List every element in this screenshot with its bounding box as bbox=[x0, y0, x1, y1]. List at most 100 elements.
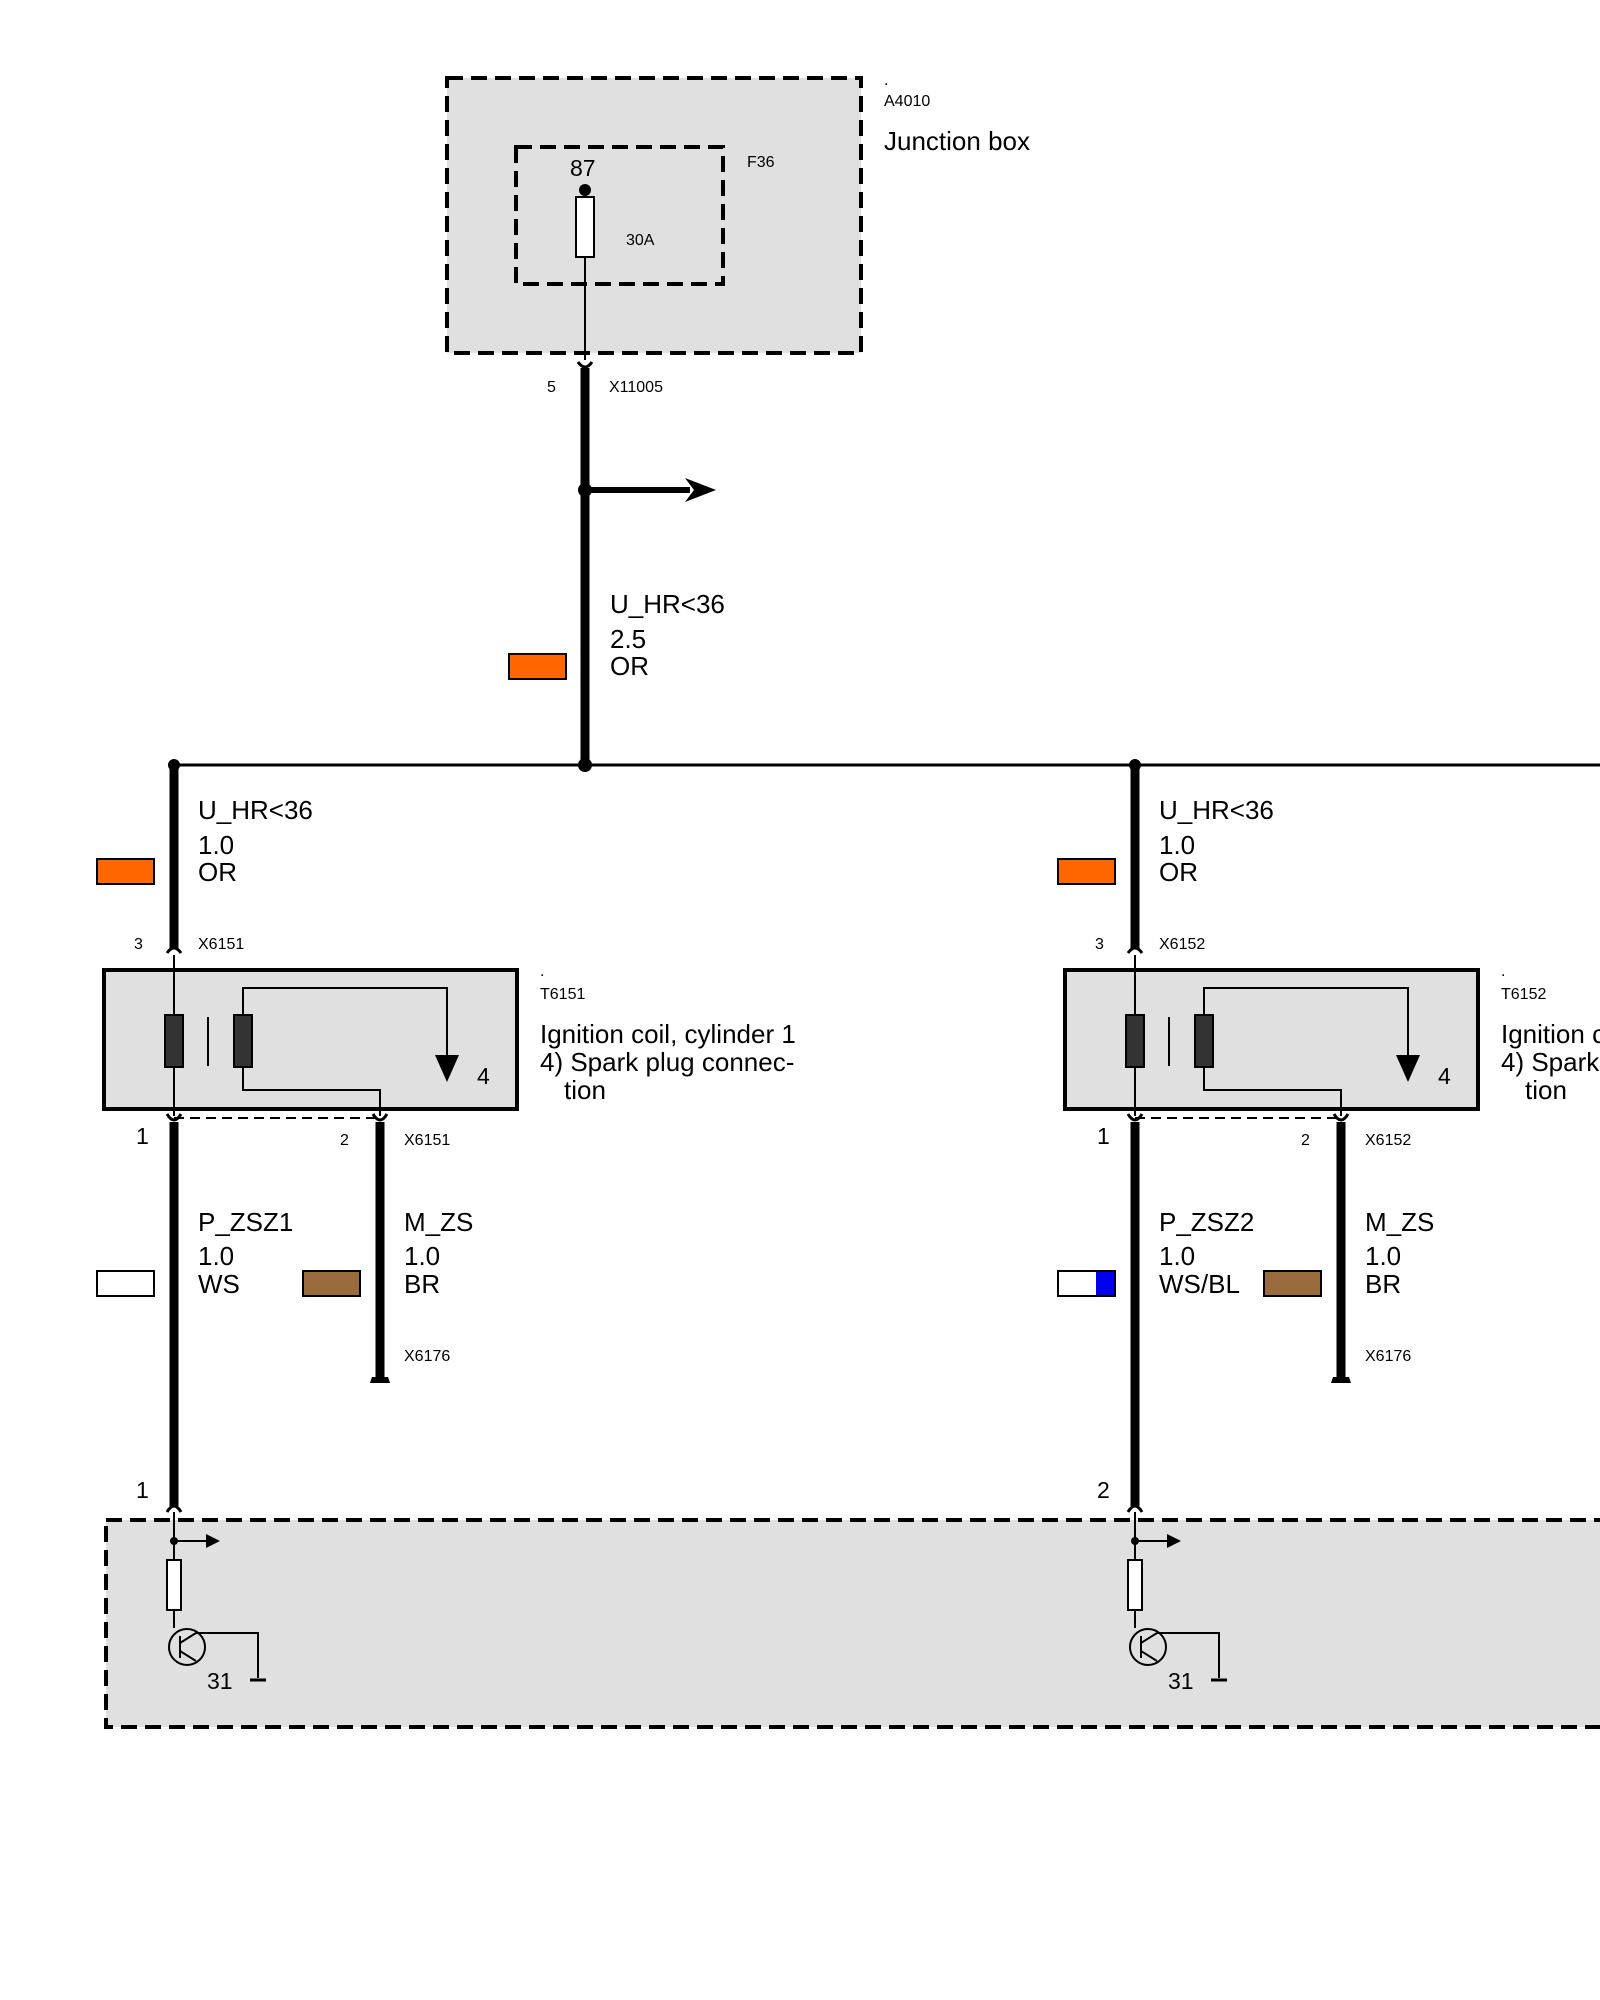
cylinder-1-drive-size: 1.0 bbox=[198, 1241, 234, 1271]
cylinder-1-circuit: U_HR<36 1.0 OR 3 X6151 4 . T6151 Ignitio… bbox=[96, 765, 796, 1694]
main-feed-wire: U_HR<36 2.5 OR bbox=[508, 368, 725, 765]
cylinder-1-ecu-ground: 31 bbox=[207, 1668, 233, 1694]
cylinder-2-transistor-emitter bbox=[1140, 1650, 1158, 1662]
cylinder-1-output-terminal: 4 bbox=[477, 1063, 490, 1089]
cylinder-2-ground-color-swatch bbox=[1263, 1270, 1322, 1297]
junction-box-id: A4010 bbox=[884, 93, 930, 110]
cylinder-1-ecu-resistor bbox=[166, 1559, 182, 1611]
cylinder-2-drive-size: 1.0 bbox=[1159, 1241, 1195, 1271]
cylinder-2-circuit: U_HR<36 1.0 OR 3 X6152 4 . T6152 Ignitio… bbox=[1057, 765, 1600, 1694]
cylinder-2-ecu-ground: 31 bbox=[1168, 1668, 1194, 1694]
junction-box-dot: . bbox=[884, 72, 888, 89]
cylinder-2-ecu-resistor bbox=[1127, 1559, 1143, 1611]
cylinder-1-ground-size: 1.0 bbox=[404, 1241, 440, 1271]
cylinder-1-spark-arrow-icon bbox=[435, 1055, 459, 1082]
cylinder-2-supply-color-swatch bbox=[1057, 858, 1116, 885]
fuse-symbol bbox=[575, 196, 595, 258]
cylinder-2-ecu-sense-arrow-icon bbox=[1167, 1534, 1181, 1548]
cylinder-1-pin2-connector-symbol bbox=[371, 1113, 389, 1122]
cylinder-1-coil-name: Ignition coil, cylinder 1 bbox=[540, 1019, 796, 1049]
cylinder-2-ground-color-code: BR bbox=[1365, 1269, 1401, 1299]
cylinder-2-connector: X6152 bbox=[1159, 936, 1205, 953]
cylinder-1-supply-color-code: OR bbox=[198, 857, 237, 887]
cylinder-1-pin1-connector-symbol bbox=[165, 1113, 183, 1122]
cylinder-2-output-terminal: 4 bbox=[1438, 1063, 1451, 1089]
fuse-outline bbox=[514, 145, 725, 286]
fuse-terminal: 87 bbox=[570, 155, 596, 181]
cylinder-2-ecu-connector-symbol bbox=[1126, 1504, 1144, 1513]
cylinder-1-hv-path bbox=[242, 987, 448, 1055]
cylinder-2-ground-connector: X6176 bbox=[1365, 1348, 1411, 1365]
cylinder-1-ground-connector: X6176 bbox=[404, 1348, 450, 1365]
cylinder-1-supply-size: 1.0 bbox=[198, 830, 234, 860]
cylinder-2-ecu-pin: 2 bbox=[1097, 1477, 1110, 1503]
cylinder-1-supply-signal: U_HR<36 bbox=[198, 795, 313, 825]
cylinder-2-coil-id: T6152 bbox=[1501, 986, 1546, 1003]
cylinder-2-primary-winding bbox=[1125, 1014, 1145, 1068]
cylinder-2-note-line2: tion bbox=[1525, 1075, 1567, 1105]
cylinder-1-note-line2: tion bbox=[564, 1075, 606, 1105]
cylinder-1-note-line1: 4) Spark plug connec- bbox=[540, 1047, 794, 1077]
cylinder-1-primary-winding bbox=[164, 1014, 184, 1068]
branch-arrow-icon bbox=[685, 478, 716, 502]
cylinder-2-hv-path bbox=[1203, 987, 1409, 1055]
cylinder-2-pin2-connector-symbol bbox=[1332, 1113, 1350, 1122]
cylinder-1-ecu-sense-arrow-icon bbox=[206, 1534, 220, 1548]
cylinder-2-ground-path bbox=[1157, 1632, 1220, 1678]
cylinder-2-supply-size: 1.0 bbox=[1159, 830, 1195, 860]
cylinder-1-drive-color-code: WS bbox=[198, 1269, 240, 1299]
main-wire-color-swatch bbox=[508, 653, 567, 680]
fuse-id: F36 bbox=[747, 154, 775, 171]
cylinder-2-ground-terminal-icon bbox=[1331, 1377, 1351, 1383]
junction-box: . A4010 Junction box F36 87 30A 5 X11005 bbox=[445, 72, 1030, 396]
cylinder-1-ground-signal: M_ZS bbox=[404, 1207, 473, 1237]
cylinder-2-transistor-icon bbox=[1129, 1628, 1167, 1666]
cylinder-2-pin1-connector-symbol bbox=[1126, 1113, 1144, 1122]
cylinder-1-bottom-pin2: 2 bbox=[340, 1132, 349, 1149]
cylinder-2-drive-stripe-swatch bbox=[1096, 1272, 1114, 1295]
cylinder-1-ecu-pin: 1 bbox=[136, 1477, 149, 1503]
junction-connector-pin: 5 bbox=[547, 379, 556, 396]
cylinder-1-dot: . bbox=[540, 963, 544, 980]
cylinder-2-supply-signal: U_HR<36 bbox=[1159, 795, 1274, 825]
cylinder-2-bottom-pin2: 2 bbox=[1301, 1132, 1310, 1149]
cylinder-2-bottom-pin1: 1 bbox=[1097, 1123, 1110, 1149]
cylinder-2-note-line1: 4) Spark bbox=[1501, 1047, 1600, 1077]
cylinder-2-top-pin: 3 bbox=[1095, 936, 1104, 953]
engine-control-unit-outline bbox=[104, 1518, 1600, 1729]
cylinder-2-secondary-winding bbox=[1194, 1014, 1214, 1068]
cylinder-1-transistor-icon bbox=[168, 1628, 206, 1666]
cylinder-2-supply-color-code: OR bbox=[1159, 857, 1198, 887]
cylinder-1-ground-color-swatch bbox=[302, 1270, 361, 1297]
cylinder-2-dot: . bbox=[1501, 963, 1505, 980]
cylinder-1-top-connector-symbol bbox=[165, 946, 183, 954]
cylinder-1-top-pin: 3 bbox=[134, 936, 143, 953]
connector-symbol bbox=[576, 361, 594, 369]
cylinder-2-drive-signal: P_ZSZ2 bbox=[1159, 1207, 1254, 1237]
cylinder-1-transistor-collector bbox=[179, 1632, 197, 1644]
cylinder-1-drive-signal: P_ZSZ1 bbox=[198, 1207, 293, 1237]
cylinder-1-secondary-winding bbox=[233, 1014, 253, 1068]
junction-connector-id: X11005 bbox=[609, 379, 663, 396]
cylinder-1-connector: X6151 bbox=[198, 936, 244, 953]
cylinder-1-ground-path bbox=[196, 1632, 259, 1678]
cylinder-1-coil-id: T6151 bbox=[540, 986, 585, 1003]
cylinder-1-ground-terminal-icon bbox=[370, 1377, 390, 1383]
cylinder-1-bottom-pin1: 1 bbox=[136, 1123, 149, 1149]
cylinder-1-bottom-connector: X6151 bbox=[404, 1132, 450, 1149]
main-wire-size: 2.5 bbox=[610, 624, 646, 654]
junction-box-name: Junction box bbox=[884, 126, 1030, 156]
cylinder-2-ground-signal: M_ZS bbox=[1365, 1207, 1434, 1237]
cylinder-1-drive-color-swatch bbox=[96, 1270, 155, 1297]
cylinder-2-coil-name: Ignition c bbox=[1501, 1019, 1600, 1049]
cylinder-2-transistor-collector bbox=[1140, 1632, 1158, 1644]
cylinder-2-ground-size: 1.0 bbox=[1365, 1241, 1401, 1271]
cylinder-1-supply-color-swatch bbox=[96, 858, 155, 885]
cylinder-2-top-connector-symbol bbox=[1126, 946, 1144, 954]
main-wire-signal: U_HR<36 bbox=[610, 589, 725, 619]
main-wire-color-code: OR bbox=[610, 651, 649, 681]
ignition-coil-2 bbox=[1063, 968, 1480, 1111]
bus-node-main bbox=[578, 758, 592, 772]
cylinder-1-transistor-emitter bbox=[179, 1650, 197, 1662]
